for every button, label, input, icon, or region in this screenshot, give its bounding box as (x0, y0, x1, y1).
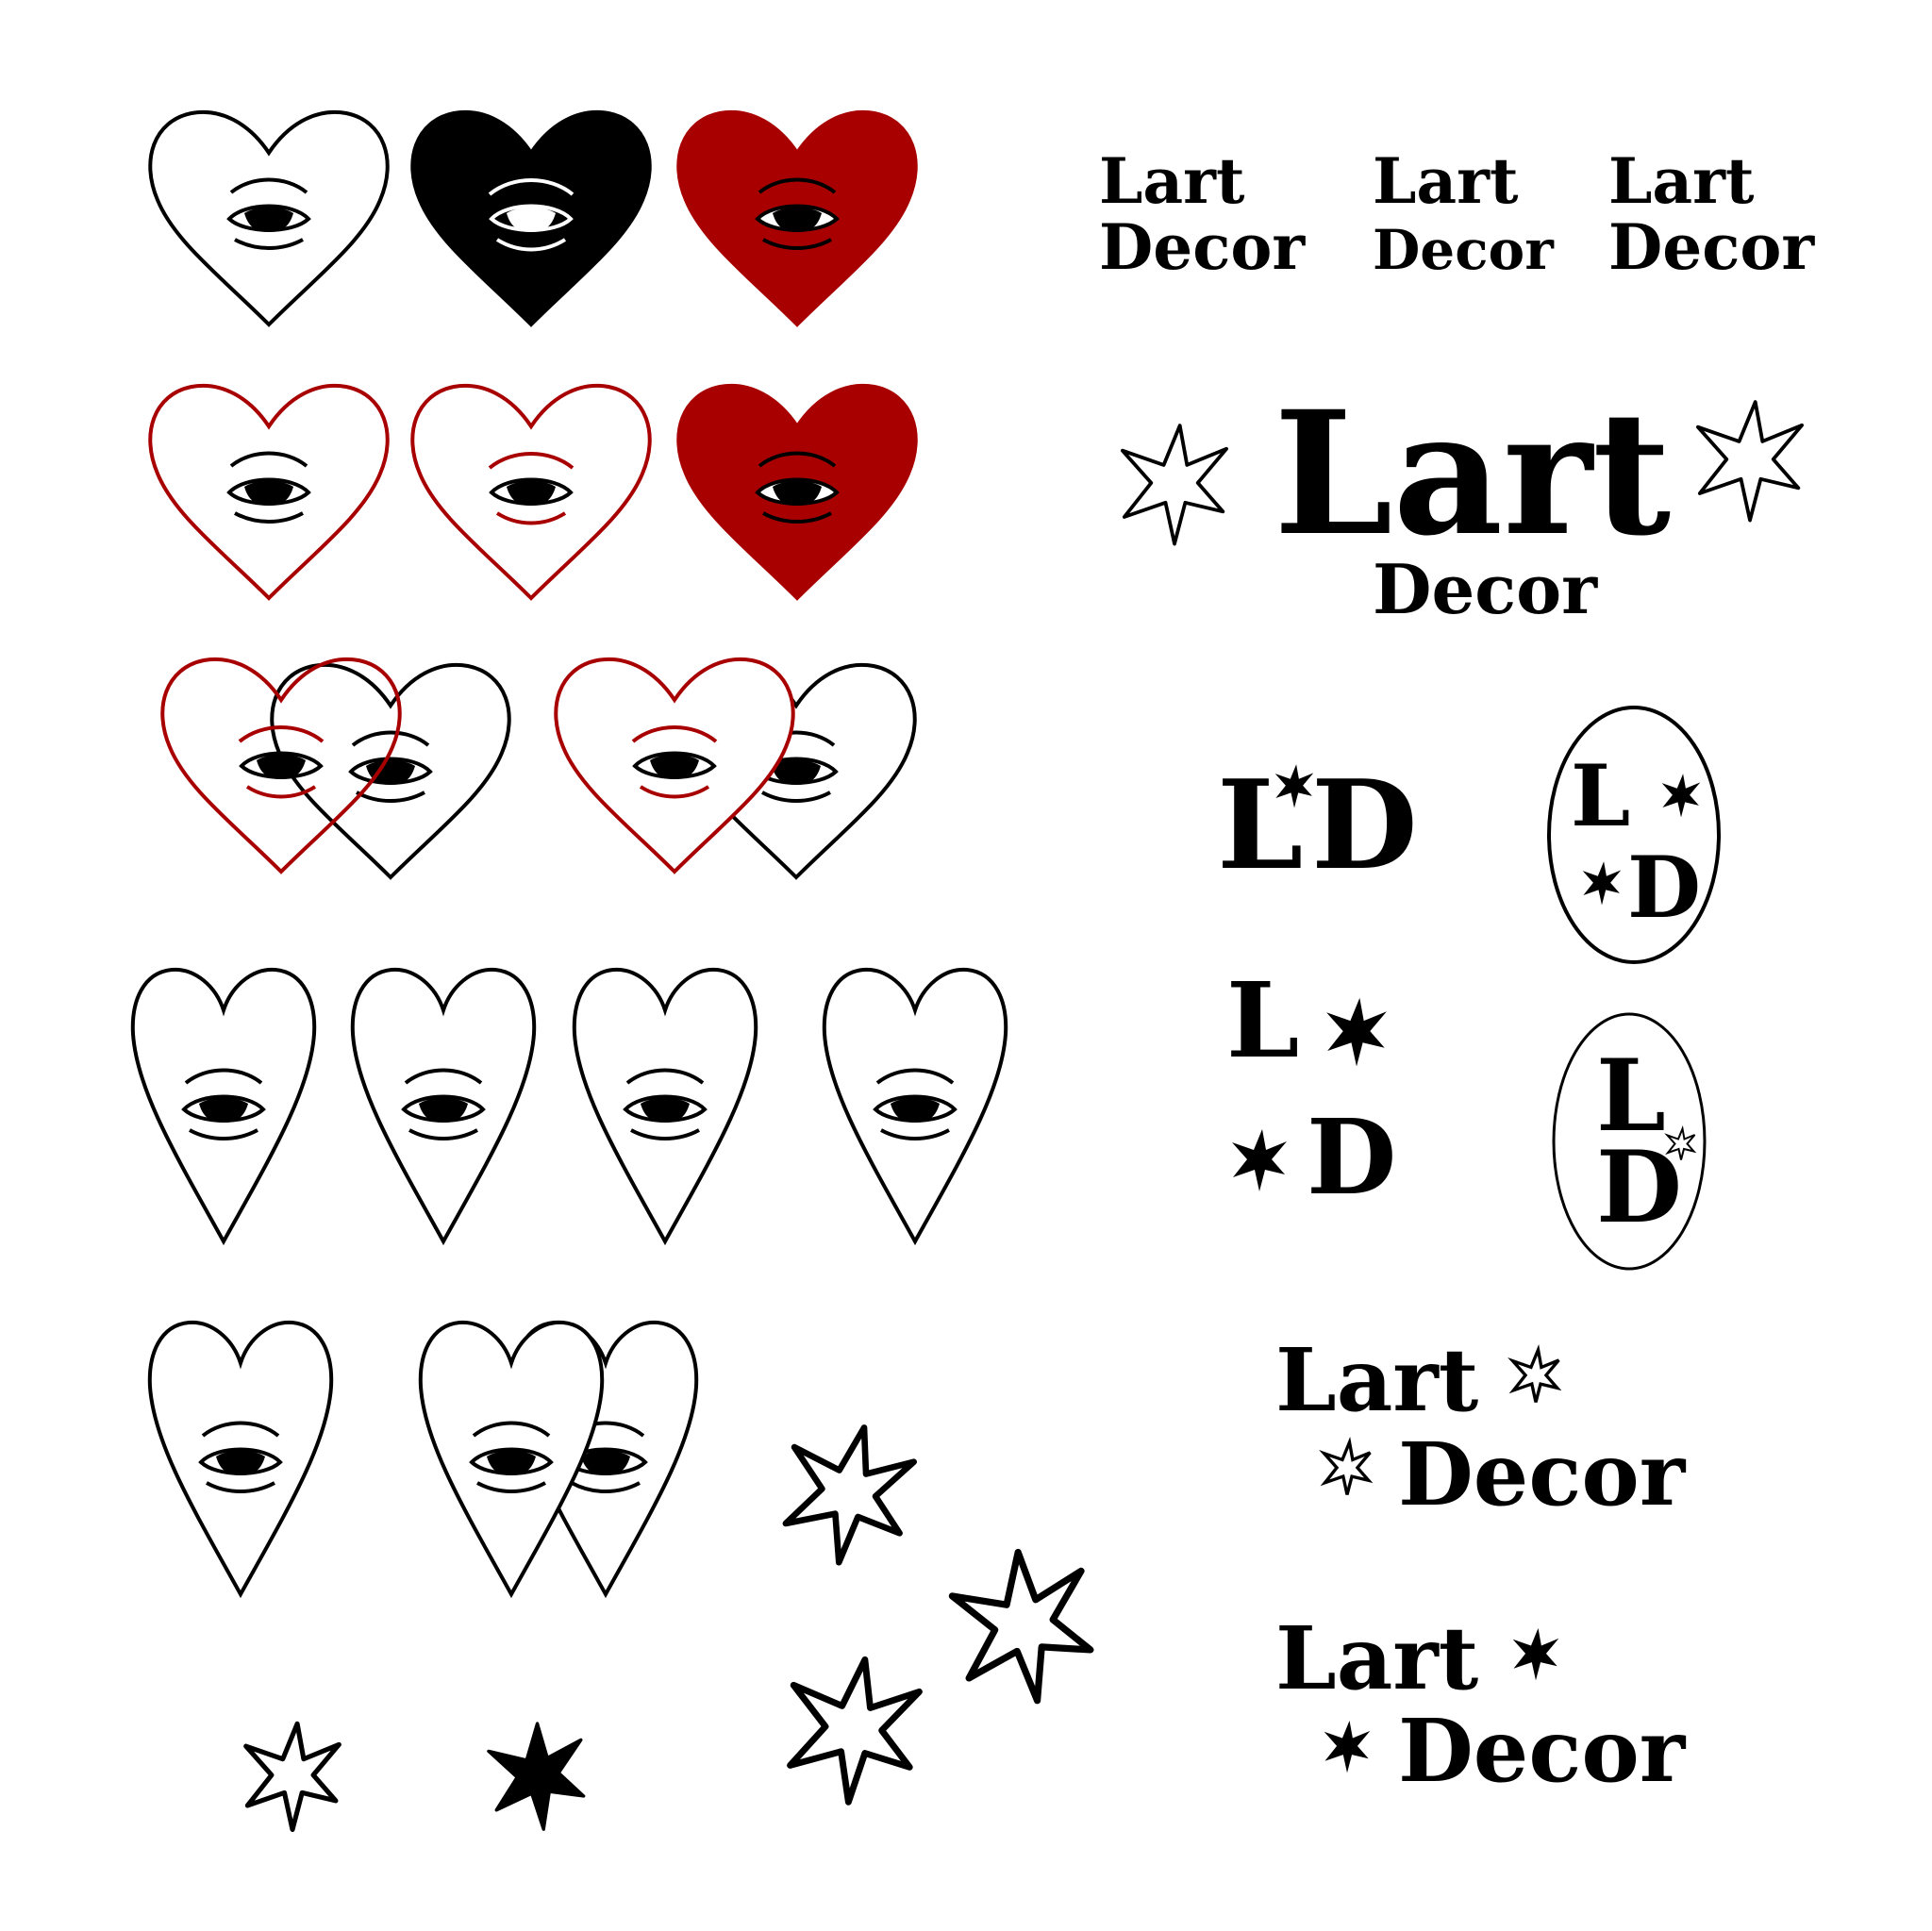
star-icon (1582, 861, 1622, 906)
svg-text:Lart: Lart (1275, 1607, 1479, 1709)
tall-heart-eye-icon (572, 967, 758, 1243)
star-icon (1324, 1720, 1371, 1773)
star-icon (1661, 774, 1701, 818)
svg-text:D: D (1596, 1128, 1682, 1245)
svg-text:L: L (1571, 746, 1630, 846)
star-icon (1512, 1627, 1559, 1681)
overlapping-hearts-icon (418, 1320, 699, 1596)
monogram-ld-inline: L D (1217, 753, 1418, 897)
star-icon (1326, 997, 1387, 1067)
heart-eye-icon (148, 383, 390, 600)
star-icon (786, 1655, 922, 1806)
star-icon (246, 1723, 340, 1829)
wordmark-small: Lart Decor (1373, 144, 1555, 282)
heart-eye-icon (676, 383, 918, 600)
star-icon (1696, 400, 1804, 523)
star-icon (484, 1717, 591, 1837)
tall-heart-eye-icon (822, 967, 1008, 1243)
heart-eye-icon (410, 109, 652, 326)
heart-eye-icon (410, 383, 652, 600)
overlapping-hearts-icon (554, 657, 917, 879)
wordmark-outline-star-lockup: Lart Decor (1275, 1329, 1687, 1525)
star-icon (947, 1542, 1103, 1712)
wordmark-small: Lart Decor (1099, 144, 1306, 284)
svg-text:D: D (1311, 753, 1418, 897)
star-icon (1121, 424, 1228, 546)
svg-text:Decor: Decor (1373, 549, 1598, 629)
tall-heart-eye-icon (130, 967, 317, 1243)
svg-text:Lart: Lart (1275, 1329, 1479, 1431)
monogram-ld-oval-stars: L D (1547, 706, 1721, 964)
star-icon (1232, 1129, 1287, 1191)
star-icon (1510, 1348, 1561, 1405)
svg-text:Decor: Decor (1398, 1423, 1687, 1525)
tall-heart-eye-icon (147, 1320, 334, 1596)
svg-text:L: L (1226, 959, 1299, 1081)
svg-text:L: L (1217, 753, 1303, 897)
svg-text:Lart: Lart (1608, 144, 1755, 218)
svg-text:D: D (1307, 1096, 1396, 1218)
heart-eye-icon (676, 109, 918, 326)
svg-text:Decor: Decor (1373, 218, 1555, 282)
monogram-ld-oval-outline: L D (1552, 1012, 1707, 1271)
star-icon (779, 1419, 918, 1572)
svg-text:D: D (1627, 838, 1701, 938)
svg-text:Lart: Lart (1099, 144, 1245, 218)
svg-text:Decor: Decor (1398, 1700, 1687, 1802)
wordmark-filled-star-lockup: Lart Decor (1275, 1607, 1687, 1802)
star-icon (1322, 1440, 1373, 1497)
wordmark-large: Lart Decor (1121, 375, 1804, 629)
tall-heart-eye-icon (350, 967, 537, 1243)
overlapping-hearts-icon (160, 657, 511, 879)
wordmark-small: Lart Decor (1608, 144, 1815, 284)
svg-text:Lart: Lart (1373, 144, 1519, 218)
heart-eye-icon (148, 109, 390, 326)
svg-text:L: L (1596, 1037, 1666, 1154)
svg-text:Decor: Decor (1608, 210, 1815, 284)
svg-text:Lart: Lart (1274, 375, 1671, 574)
svg-text:Decor: Decor (1099, 210, 1306, 284)
monogram-ld-stacked: L D (1226, 959, 1396, 1218)
